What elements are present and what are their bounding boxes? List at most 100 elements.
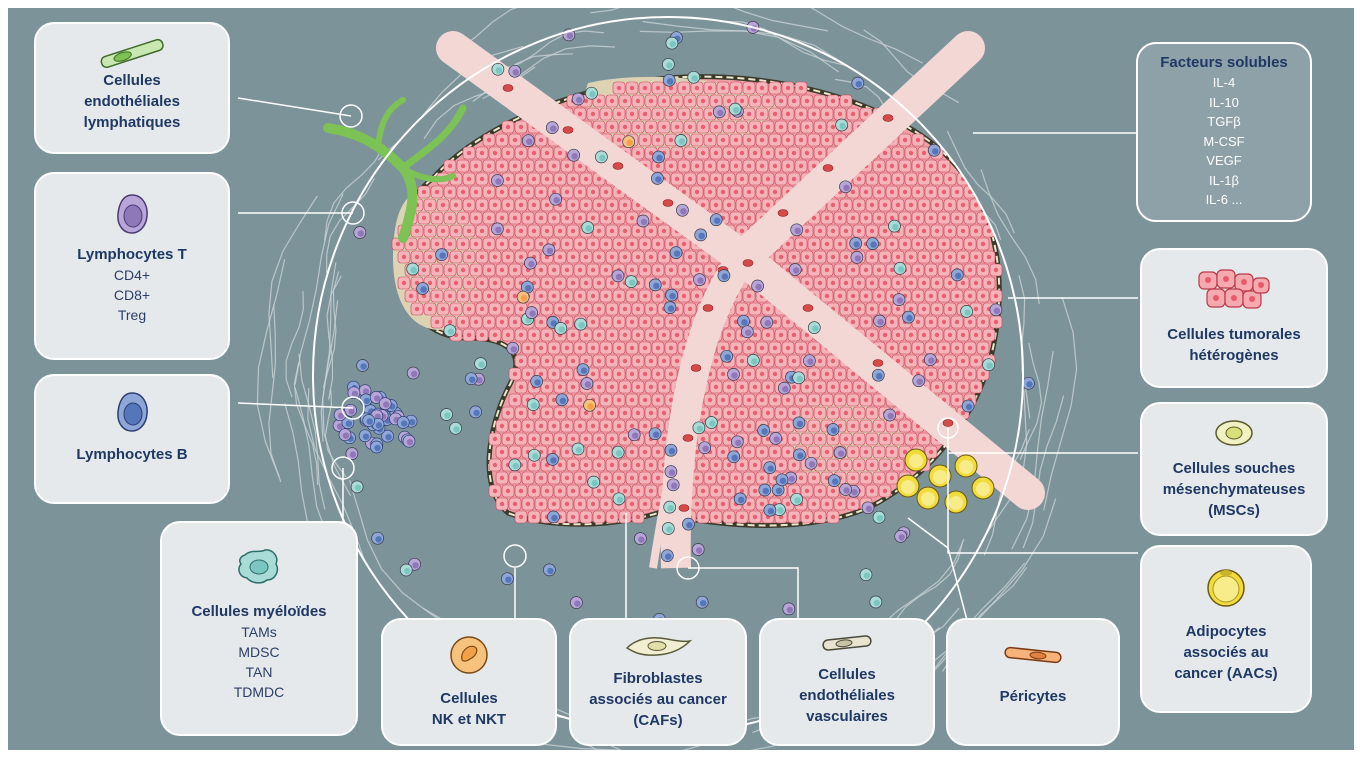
- tumor-cell-nucleus: [616, 189, 622, 195]
- tumor-cell-nucleus: [811, 475, 817, 481]
- tumor-cell-nucleus: [551, 475, 557, 481]
- b-cell-nucleus: [965, 403, 973, 411]
- t-cell-nucleus: [843, 184, 850, 191]
- myeloid-cell-nucleus: [696, 425, 704, 432]
- tumor-cell-nucleus: [830, 202, 836, 208]
- tumor-cell-nucleus: [531, 228, 537, 234]
- myeloid-cell-nucleus: [578, 321, 585, 329]
- myeloid-cell-nucleus: [585, 225, 592, 232]
- matrix-fiber: [324, 389, 347, 478]
- tumor-cell-nucleus: [642, 475, 648, 481]
- tumor-cell-nucleus: [843, 384, 849, 390]
- tumor-cell-nucleus: [915, 319, 921, 325]
- tumor-cell-nucleus: [505, 228, 511, 234]
- tumor-cell-nucleus: [512, 189, 518, 195]
- tumor-cell-nucleus: [876, 163, 882, 169]
- myeloid-cell-nucleus: [839, 122, 846, 130]
- label-box-soluble-factors: Facteurs solubles IL-4 IL-10 TGFβ M-CSF …: [1136, 42, 1312, 222]
- tumor-cell-nucleus: [557, 306, 563, 312]
- red-blood-cell: [678, 504, 690, 512]
- tumor-cell-nucleus: [752, 384, 758, 390]
- matrix-fiber: [590, 8, 621, 14]
- tumor-cell-nucleus: [596, 488, 602, 494]
- tumor-cell-nucleus: [583, 358, 589, 364]
- t-cell-nucleus: [528, 260, 535, 268]
- tumor-cell-nucleus: [655, 345, 661, 351]
- tumor-cell-nucleus: [518, 150, 524, 156]
- tumor-cell-nucleus: [726, 514, 732, 520]
- tumor-cell-nucleus: [993, 267, 999, 273]
- tumor-cell-nucleus: [518, 124, 524, 130]
- tumor-cell-nucleus: [902, 137, 908, 143]
- tumor-cell-nucleus: [629, 215, 635, 221]
- tumor-cell-nucleus: [635, 306, 641, 312]
- tumor-cell-nucleus: [557, 384, 563, 390]
- tumor-cell-nucleus: [492, 488, 498, 494]
- tumor-cell-nucleus: [772, 345, 778, 351]
- tumor-cell-nucleus: [726, 410, 732, 416]
- tumor-cell-nucleus: [876, 423, 882, 429]
- tumor-cell-nucleus: [908, 280, 914, 286]
- tumor-cell-nucleus: [681, 189, 687, 195]
- tumor-cell-nucleus: [934, 254, 940, 260]
- tumor-cell-nucleus: [778, 176, 784, 182]
- tumor-cell-nucleus: [421, 189, 427, 195]
- tumor-cell-nucleus: [882, 254, 888, 260]
- tumor-cell-nucleus: [466, 228, 472, 234]
- tumor-cell-nucleus: [752, 176, 758, 182]
- b-cell-nucleus: [363, 397, 371, 405]
- tumor-cell-nucleus: [642, 371, 648, 377]
- myeloid-cell-nucleus: [666, 526, 673, 533]
- red-blood-cell: [872, 359, 884, 367]
- tumor-cell-nucleus: [648, 358, 654, 364]
- tumor-cell-nucleus: [512, 215, 518, 221]
- t-cell-nucleus: [773, 436, 780, 443]
- tumor-cell-nucleus: [635, 462, 641, 468]
- tumor-cell-nucleus: [557, 280, 563, 286]
- tumor-cell-nucleus: [843, 306, 849, 312]
- red-blood-cell: [502, 84, 514, 92]
- myeloid-subtype-tan: TAN: [245, 664, 273, 680]
- tumor-cell-nucleus: [856, 280, 862, 286]
- tumor-cell-nucleus: [603, 397, 609, 403]
- matrix-fiber: [256, 259, 286, 478]
- tumor-cell-nucleus: [713, 410, 719, 416]
- myeloid-cell-nucleus: [986, 362, 993, 369]
- b-cell-nucleus: [775, 487, 783, 495]
- tumor-cell-nucleus: [876, 293, 882, 299]
- tumor-cell-nucleus: [973, 254, 979, 260]
- t-cell-nucleus: [788, 475, 795, 483]
- tumor-cell-nucleus: [687, 306, 693, 312]
- b-cell-nucleus: [832, 478, 839, 485]
- tumor-cell-nucleus: [941, 163, 947, 169]
- nk-cell-icon: [450, 636, 488, 674]
- tumor-cell-nucleus: [622, 462, 628, 468]
- tumor-cell-nucleus: [811, 137, 817, 143]
- myeloid-cell-nucleus: [812, 325, 819, 332]
- tumor-cell-nucleus: [564, 189, 570, 195]
- tumor-cell-nucleus: [830, 280, 836, 286]
- tumor-cell-nucleus: [804, 254, 810, 260]
- tumor-cell-nucleus: [967, 189, 973, 195]
- b-cell-nucleus: [525, 284, 532, 292]
- tumor-cell-nucleus: [720, 189, 726, 195]
- matrix-fiber: [326, 178, 375, 274]
- t-cell-nucleus: [668, 469, 676, 476]
- tumor-cell-nucleus: [603, 475, 609, 481]
- t-subtype-treg: Treg: [117, 307, 147, 323]
- tumor-cell-nucleus: [869, 280, 875, 286]
- factor-il6: IL-6 ...: [1205, 192, 1243, 207]
- tumor-cell-nucleus: [941, 267, 947, 273]
- tumor-cell-nucleus: [830, 384, 836, 390]
- tumor-cell-nucleus: [401, 280, 407, 286]
- tumor-cell-nucleus: [635, 124, 641, 130]
- factor-il10: IL-10: [1209, 94, 1239, 110]
- tumor-cell-nucleus: [577, 345, 583, 351]
- tumor-cell-nucleus: [505, 332, 511, 338]
- tumor-cell-nucleus: [843, 202, 849, 208]
- label-box-t-lymphocytes: Lymphocytes T CD4+ CD8+ Treg: [34, 172, 230, 360]
- label-soluble-factors: Facteurs solubles: [1160, 54, 1288, 71]
- red-blood-cell: [882, 114, 894, 122]
- myeloid-cell-nucleus: [512, 462, 519, 470]
- tumor-cell-nucleus: [700, 436, 706, 442]
